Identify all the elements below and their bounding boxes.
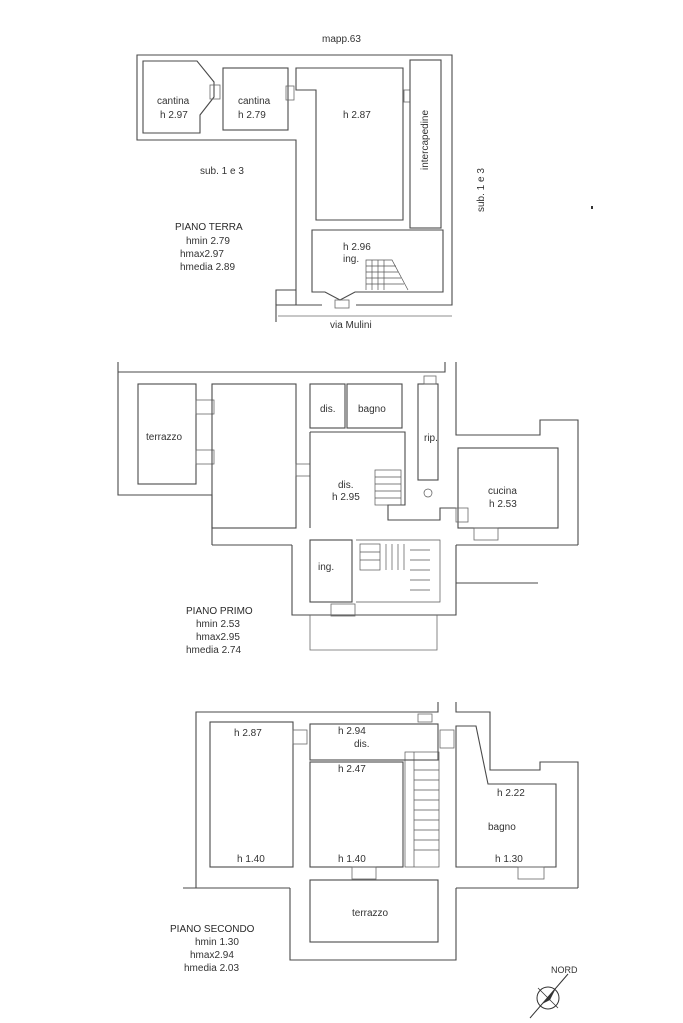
second-bagno-name: bagno [488,822,516,833]
ground-hmin: hmin 2.79 [186,236,230,247]
first-rip-label: rip. [424,433,438,444]
first-hmin: hmin 2.53 [196,619,240,630]
street-label: via Mulini [330,320,372,331]
first-bagno-label: bagno [358,404,386,415]
first-hmax: hmax2.95 [196,632,240,643]
first-floor-plan: terrazzo dis. bagno rip. dis. h 2.95 cuc… [117,362,579,656]
second-bagno-bottom: h 1.30 [495,854,523,865]
cantina1-name: cantina [157,96,190,107]
second-left-top: h 2.87 [234,728,262,739]
ground-floor-plan: mapp.63 cantina h 2.97 cantina h 2.79 h … [136,34,593,331]
first-ing-label: ing. [318,562,334,573]
second-hmin: hmin 1.30 [195,937,239,948]
second-mid-top: h 2.47 [338,764,366,775]
cantina2-height: h 2.79 [238,110,266,121]
first-terrazzo-label: terrazzo [146,432,183,443]
first-cucina-name: cucina [488,486,517,497]
second-floor-title: PIANO SECONDO [170,924,255,935]
cantina2-name: cantina [238,96,271,107]
first-dis-height: h 2.95 [332,492,360,503]
second-hmax: hmax2.94 [190,950,234,961]
compass-icon [529,973,569,1019]
second-floor-plan: h 2.87 h 1.40 h 2.94 dis. h 2.47 h 1.40 … [170,702,579,974]
second-mid-bottom: h 1.40 [338,854,366,865]
ground-hmax: hmax2.97 [180,249,224,260]
sub-right-label: sub. 1 e 3 [476,168,487,212]
first-dis-small-label: dis. [320,404,336,415]
first-hmedia: hmedia 2.74 [186,645,241,656]
ground-ing-height: h 2.96 [343,242,371,253]
first-dis-name: dis. [338,480,354,491]
sub-left-label: sub. 1 e 3 [200,166,244,177]
compass-label: NORD [551,965,578,975]
second-left-bottom: h 1.40 [237,854,265,865]
second-terrazzo-label: terrazzo [352,908,389,919]
second-bagno-top: h 2.22 [497,788,525,799]
north-compass: NORD [529,965,578,1019]
first-floor-title: PIANO PRIMO [186,606,253,617]
cantina1-height: h 2.97 [160,110,188,121]
ground-room-height: h 2.87 [343,110,371,121]
intercapedine-label: intercapedine [420,110,431,170]
ground-hmedia: hmedia 2.89 [180,262,235,273]
second-dis-height: h 2.94 [338,726,366,737]
ground-floor-title: PIANO TERRA [175,222,243,233]
ground-ing-name: ing. [343,254,359,265]
second-hmedia: hmedia 2.03 [184,963,239,974]
first-cucina-height: h 2.53 [489,499,517,510]
second-dis-name: dis. [354,739,370,750]
mapp-label: mapp.63 [322,34,361,45]
